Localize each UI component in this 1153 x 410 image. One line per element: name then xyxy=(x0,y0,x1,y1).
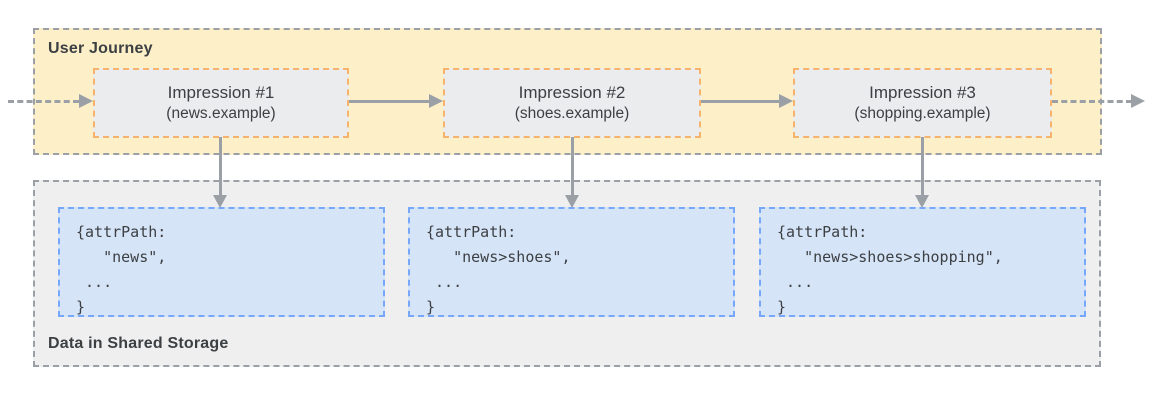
user-journey-label: User Journey xyxy=(48,40,153,57)
impression-1-site: (news.example) xyxy=(166,104,276,122)
journey-exit-arrow-head-icon xyxy=(1131,94,1145,108)
storage-entry-3-box: {attrPath: "news>shoes>shopping", ... } xyxy=(759,207,1086,317)
impression-1-box: Impression #1 (news.example) xyxy=(93,68,349,138)
arrow-impression1-to-storage-line xyxy=(219,137,222,197)
impression-2-title: Impression #2 xyxy=(518,82,626,102)
storage-entry-1-box: {attrPath: "news", ... } xyxy=(58,207,385,317)
journey-entry-arrow-line xyxy=(8,100,79,103)
arrow-impression2-to-storage-head-icon xyxy=(565,195,579,208)
storage-entry-3-code: {attrPath: "news>shoes>shopping", ... } xyxy=(777,223,1003,316)
journey-exit-arrow-line xyxy=(1052,100,1132,103)
arrow-impression1-to-storage-head-icon xyxy=(213,195,227,208)
storage-entry-2-code: {attrPath: "news>shoes", ... } xyxy=(426,223,571,316)
impression-2-box: Impression #2 (shoes.example) xyxy=(443,68,701,138)
storage-entry-1-code: {attrPath: "news", ... } xyxy=(76,223,167,316)
arrow-impression1-to-2-head-icon xyxy=(429,94,443,108)
arrow-impression2-to-3-head-icon xyxy=(779,94,793,108)
impression-1-title: Impression #1 xyxy=(167,82,275,102)
impression-2-site: (shoes.example) xyxy=(514,104,630,122)
impression-3-site: (shopping.example) xyxy=(854,104,991,122)
impression-3-title: Impression #3 xyxy=(869,82,976,102)
storage-entry-2-box: {attrPath: "news>shoes", ... } xyxy=(408,207,735,317)
impression-3-box: Impression #3 (shopping.example) xyxy=(793,68,1052,138)
arrow-impression2-to-storage-line xyxy=(571,137,574,197)
arrow-impression1-to-2-line xyxy=(349,100,430,103)
journey-entry-arrow-head-icon xyxy=(79,94,93,108)
arrow-impression3-to-storage-line xyxy=(921,137,924,197)
arrow-impression3-to-storage-head-icon xyxy=(915,195,929,208)
arrow-impression2-to-3-line xyxy=(701,100,780,103)
shared-storage-label: Data in Shared Storage xyxy=(48,335,229,352)
